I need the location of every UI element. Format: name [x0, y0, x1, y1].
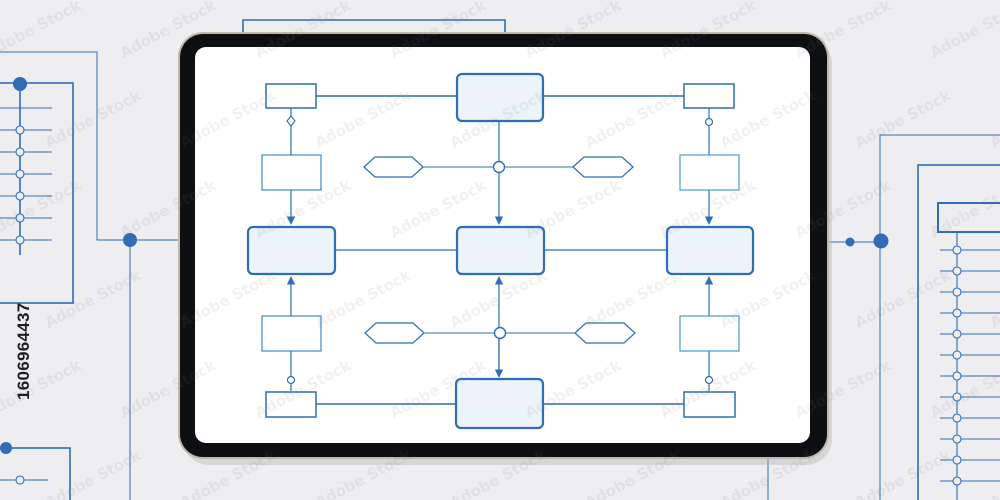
lower-left-decision-hexagon-icon	[364, 322, 425, 344]
left-bus-node-icon	[123, 233, 137, 247]
lower-junction-icon	[493, 326, 507, 340]
lower-right-decision-hexagon-icon	[574, 322, 636, 344]
top-left-terminal-box	[265, 83, 317, 109]
left-ladder	[0, 107, 52, 245]
right-bottom-junction-icon	[704, 375, 714, 385]
left-top-node-icon	[13, 77, 27, 91]
top-center-node	[455, 72, 545, 123]
lower-left-process-box	[261, 315, 322, 352]
stock-id-label: 1606964437	[14, 302, 33, 400]
right-small-node-icon	[845, 237, 855, 247]
upper-junction-icon	[492, 160, 506, 174]
lower-right-process-box	[679, 315, 740, 352]
upper-left-decision-hexagon-icon	[363, 156, 424, 178]
middle-center-node	[455, 225, 546, 276]
right-top-junction-icon	[704, 117, 714, 127]
left-bottom-panel	[0, 447, 71, 500]
middle-left-node	[246, 225, 337, 276]
top-right-terminal-box	[683, 83, 735, 109]
upper-right-decision-hexagon-icon	[572, 156, 634, 178]
top-bracket	[242, 19, 506, 34]
right-ladder	[940, 245, 1000, 486]
top-schematic	[242, 19, 506, 34]
bottom-left-terminal-box	[265, 391, 317, 418]
left-bottom-ring-icon	[15, 475, 25, 485]
left-bottom-junction-icon	[286, 375, 296, 385]
middle-right-node	[665, 225, 755, 276]
left-side-panel	[0, 82, 74, 304]
upper-right-process-box	[679, 154, 740, 191]
upper-left-process-box	[261, 154, 322, 191]
flowchart	[246, 72, 755, 430]
right-bus-node-icon	[873, 233, 889, 249]
bottom-center-node	[454, 377, 545, 430]
left-trace-line	[0, 51, 180, 241]
right-header-box	[937, 202, 1000, 233]
left-schematic	[0, 51, 180, 500]
right-side-panel	[917, 164, 1000, 500]
bottom-right-terminal-box	[683, 391, 736, 418]
right-outer-trace	[879, 134, 1000, 500]
right-schematic	[767, 134, 1000, 500]
left-bottom-node-icon	[0, 442, 12, 454]
left-top-diamond-connector-icon	[286, 115, 296, 127]
